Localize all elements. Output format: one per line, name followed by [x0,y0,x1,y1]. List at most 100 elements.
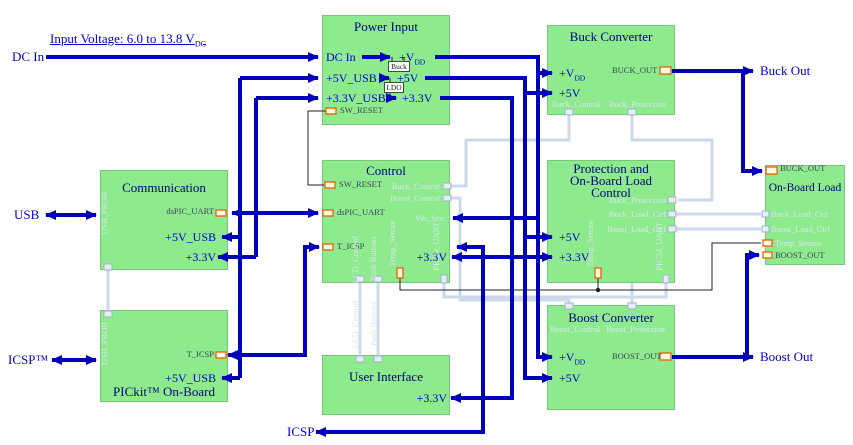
protection-boost-load-label: Boost_Load_Ctrl [606,224,666,234]
buck-protection-wire [630,115,714,202]
connector-pins [103,66,778,363]
boost-protection-label: Boost_Protection [606,324,666,334]
communication-title: Communication [122,180,206,195]
v5-trunk-wire [425,76,553,383]
power-input-v33-label: +3.3V [402,91,433,105]
control-dspic-uart-pin [322,209,334,217]
boost-protection-pin [627,302,637,310]
power-input-block [322,15,450,125]
pickit-block [100,310,228,402]
control-boost-control-label: Boost_Control [389,193,440,203]
vdd-trunk-wire [435,55,553,362]
buck-protection-pin [627,108,637,116]
buck-vdd-label: +VDD [559,66,586,83]
protection-pic24-uart-label: PIC24_UART [654,222,664,271]
load-boost-load-label: Boost_Load_Ctrl [771,224,831,234]
ldo-regulator-box: LDO [384,82,404,93]
power-input-title: Power Input [354,19,418,34]
protection-buck-protection-label: Buck_Protection [608,195,666,205]
boost-out-label: BOOST_OUT [612,351,662,361]
protection-title-line3: Control [591,185,631,200]
protection-v33-label: +3.3V [559,250,590,264]
buck-v5-label: +5V [559,86,581,100]
power-input-dc-in-label: DC In [326,50,356,64]
control-lcd-pin [355,275,365,283]
buck-converter-block [547,25,675,115]
pickit-usb-prob-pin [103,310,113,318]
boost-out-pin [659,352,672,361]
load-buck-out-label: BUCK_OUT [780,163,826,173]
control-push-buttons-pin [373,275,383,283]
icsp-external-label: ICSP [287,424,315,439]
boost-v5-label: +5V [559,371,581,385]
load-buck-load-label: Buck_Load_Ctrl [771,209,829,219]
boost-converter-title: Boost Converter [568,310,654,325]
buck-regulator-box: Buck [388,61,410,72]
buck-out-external-label: Buck Out [760,63,811,78]
buck-out-to-load-wire [741,71,763,176]
dc-in-external-label: DC In [12,49,45,64]
comm-usb-prob-label: USB_PROB [99,192,109,235]
buck-out-label: BUCK_OUT [612,65,658,75]
t-icsp-wire [227,242,320,360]
control-pic24-uart-label: PIC24_UART [431,222,441,271]
load-temp-sensor-pin [762,239,773,247]
load-boost-out-label: BOOST_OUT [775,250,825,260]
power-input-vdd-label: +VDD [399,50,426,67]
boost-vdd-label: +VDD [559,350,586,367]
protection-title-line1: Protection and [573,161,649,176]
protection-title-line2: On-Board Load [570,173,652,188]
power-wires [45,52,763,437]
icsp-tm-external-label: ICSP™ [8,352,49,367]
protection-boost-load-pin [667,225,677,233]
control-vin-sen-label: Vin_Sen [414,213,444,223]
ui-lcd-control-label: LCD_Control [350,301,360,349]
communication-block [100,170,228,270]
onboard-load-block [765,165,845,265]
comm-v33-label: +3.3V [185,250,216,264]
control-lcd-control-label: LCD_Control [350,236,360,284]
load-boost-out-pin [762,251,773,259]
buck-protection-label: Buck_Protection [609,99,667,109]
buck-control-wire [451,115,571,188]
buck-out-pin [659,66,672,75]
boost-control-label: Boost_Control [550,324,601,334]
pickit-t-icsp-label: T_ICSP [186,349,214,359]
usb-external-label: USB [14,207,40,222]
power-input-sw-reset-label: SW_RESET [340,105,383,115]
protection-v5-label: +5V [559,230,581,244]
comm-dspic-uart-label: dsPIC_UART [166,206,214,216]
buck-control-pin [564,108,574,116]
control-buck-control-label: Buck_Control [391,181,440,191]
boost-control-pin [564,302,574,310]
power-input-sw-reset-pin [325,107,337,115]
protection-temp-sensor-label: Temp_Sensor [585,220,595,267]
input-voltage-label: Input Voltage: 6.0 to 13.8 VDC [50,31,206,49]
ui-v33-label: +3.3V [416,391,447,405]
control-pic24-uart-pin [440,274,448,284]
control-t-icsp-pin [322,243,334,251]
pickit-title: PICkit™ On-Board [113,384,215,399]
control-sw-reset-label: SW_RESET [339,179,382,189]
user-interface-title: User Interface [349,369,423,384]
comm-usb-prob-pin [103,263,113,271]
buck-control-label: Buck_Control [552,99,601,109]
control-push-buttons-label: Push Buttons [368,236,378,282]
ui-lcd-pin [355,355,365,363]
protection-buck-load-pin [667,210,677,218]
control-temp-sensor-pin [396,267,404,279]
icsp-header-wire [315,242,485,437]
load-buck-out-pin [765,166,778,175]
control-title: Control [366,163,406,178]
load-boost-load-pin [761,225,770,233]
sw-reset-wire [307,110,326,186]
control-boost-control-pin [442,194,452,202]
ui-push-buttons-pin [373,355,383,363]
control-temp-sensor-label: Temp_Sensor [387,220,397,267]
boost-out-external-label: Boost Out [760,349,814,364]
power-input-v5-label: +5V [397,71,419,85]
pickit-usb-prob-label: USB_PROB [99,322,109,365]
buck-converter-title: Buck Converter [569,29,653,44]
